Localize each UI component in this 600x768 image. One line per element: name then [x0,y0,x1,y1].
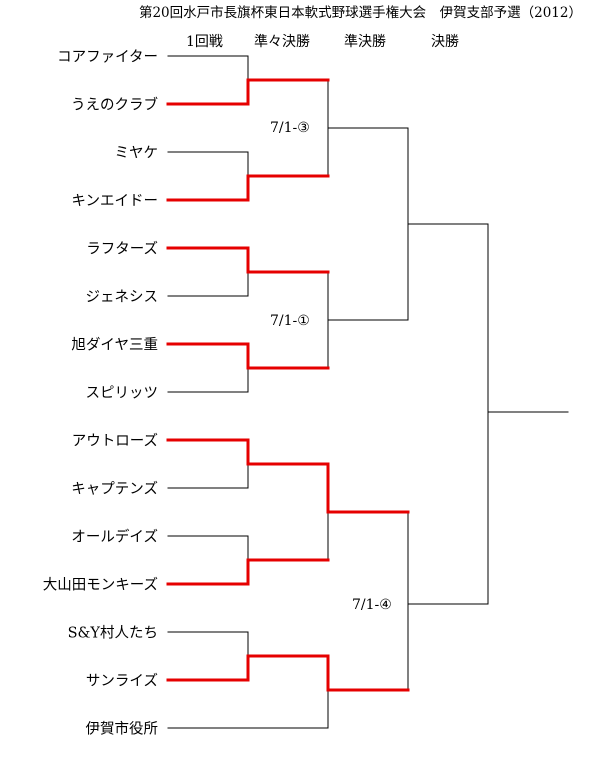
round-header-3: 準決勝 [344,34,386,50]
bracket-winner-line [166,342,330,370]
team-label: アウトローズ [71,433,158,450]
bracket-winner-line [166,438,410,514]
bracket-winner-line [166,558,330,586]
team-label: 大山田モンキーズ [42,577,158,594]
team-label: キンエイドー [71,193,158,210]
bracket-line [407,223,489,605]
page-title: 第20回水戸市長旗杯東日本軟式野球選手権大会 伊賀支部予選（2012） [138,5,582,21]
team-label: うえのクラブ [71,97,158,114]
round-header-4: 決勝 [431,34,459,50]
bracket-line [167,151,249,177]
bracket-line [167,631,249,657]
match-date-sf1: 7/1-③ [270,120,310,136]
bracket-line [167,271,249,297]
match-date-sf2: 7/1-① [270,313,310,329]
team-label: 伊賀市役所 [85,721,159,738]
team-label: コアファイター [57,49,158,66]
team-label: ジェネシス [85,289,159,306]
team-label: サンライズ [85,673,158,690]
bracket-winner-line [166,246,330,274]
bracket-winner-line [166,654,410,692]
team-label: 旭ダイヤ三重 [71,337,158,354]
bracket-winner-lines [166,78,410,692]
team-label: S&Y村人たち [67,625,158,642]
match-date-final-side: 7/1-④ [352,597,392,613]
bracket-line [327,223,409,321]
bracket-winner-line [166,174,330,202]
bracket-line [167,535,249,561]
bracket-winner-line [166,78,330,106]
team-label: キャプテンズ [71,481,158,498]
team-label: オールデイズ [71,529,158,546]
round-header-1: 1回戦 [186,34,223,50]
team-label: ミヤケ [114,145,159,162]
bracket-line [167,463,249,489]
bracket-line [167,55,249,81]
bracket-line [167,689,329,729]
round-header-2: 準々決勝 [254,34,310,50]
bracket-line [327,127,489,225]
team-label: ラフターズ [86,241,158,258]
team-label: スピリッツ [85,385,159,402]
bracket-line [167,367,249,393]
bracket-black-lines [167,55,569,729]
